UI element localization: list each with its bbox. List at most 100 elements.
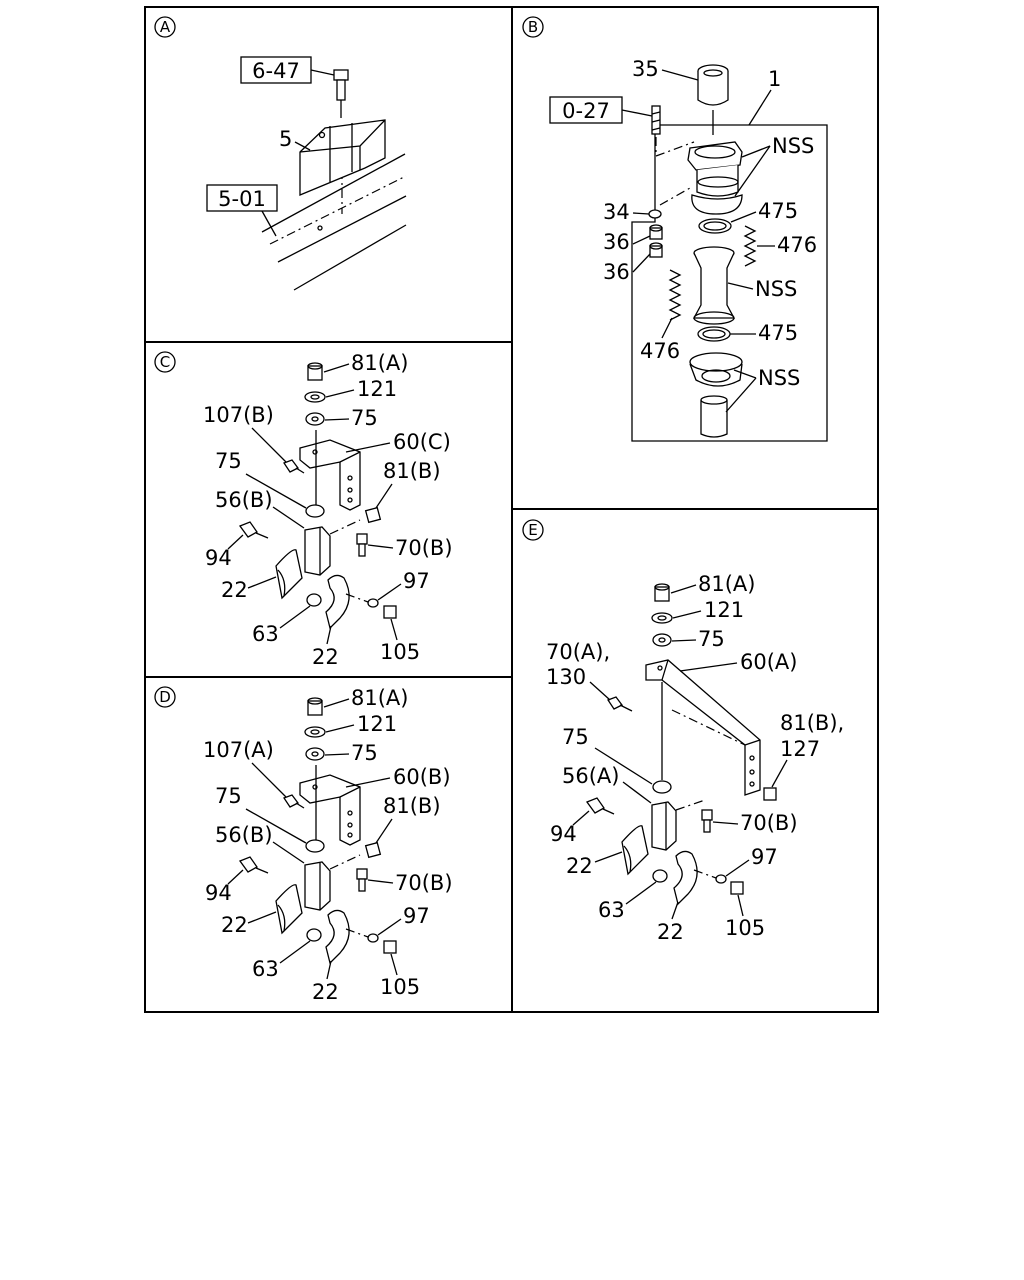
svg-text:63: 63	[252, 957, 279, 981]
svg-text:E: E	[528, 521, 537, 539]
label-bolt-6-47: 6-47	[240, 56, 335, 84]
svg-text:22: 22	[657, 920, 684, 944]
label-d-top-nut: 81(A)	[323, 686, 408, 710]
cap-part	[697, 64, 729, 135]
svg-text:75: 75	[351, 741, 378, 765]
label-d-clamp-left: 22	[221, 911, 277, 937]
upper-joint-part	[687, 141, 743, 215]
small-nut-lower-part	[649, 242, 663, 258]
mount-parts-c	[238, 362, 397, 630]
label-c-clamp-right: 22	[312, 625, 339, 669]
section-marker-a: A	[154, 16, 176, 38]
label-e-bushing-top: 75	[671, 627, 725, 651]
label-e-washer: 121	[672, 598, 744, 622]
label-d-insulator: 56(B)	[215, 823, 305, 864]
svg-text:121: 121	[704, 598, 744, 622]
svg-text:0-27: 0-27	[562, 99, 610, 123]
label-frame-5-01: 5-01	[206, 184, 278, 237]
label-washer-34: 34	[603, 200, 650, 224]
seal-ring-upper-part	[698, 218, 732, 234]
label-c-top-nut: 81(A)	[323, 351, 408, 375]
label-spring-476-left: 476	[640, 317, 680, 363]
svg-text:5-01: 5-01	[218, 187, 266, 211]
section-e: 81(A) 121 75 70(A), 130 60(A) 81(B), 127…	[546, 572, 844, 944]
section-a: 6-47 5 5-01	[206, 56, 407, 291]
label-nut-36-lower: 36	[603, 253, 651, 284]
svg-text:60(B): 60(B)	[393, 765, 451, 789]
svg-text:97: 97	[403, 569, 430, 593]
label-assembly-1: 1	[748, 67, 781, 126]
label-e-insulator: 56(A)	[562, 764, 652, 804]
label-e-bolt-side: 70(A), 130	[546, 640, 611, 701]
svg-text:81(A): 81(A)	[698, 572, 755, 596]
svg-text:6-47: 6-47	[252, 59, 300, 83]
label-e-spring-washer: 97	[725, 845, 778, 877]
lower-joint-part	[689, 352, 743, 438]
svg-text:130: 130	[546, 665, 586, 689]
svg-text:D: D	[159, 688, 171, 706]
svg-text:5: 5	[279, 127, 292, 151]
section-marker-e: E	[522, 519, 544, 541]
svg-text:97: 97	[751, 845, 778, 869]
label-e-bolt-lower: 70(B)	[712, 811, 798, 835]
svg-text:107(A): 107(A)	[203, 738, 274, 762]
label-ring-475-upper: 475	[730, 199, 798, 223]
svg-text:75: 75	[562, 725, 589, 749]
label-c-washer: 121	[325, 377, 397, 401]
label-d-bolt-side: 107(A)	[203, 738, 287, 798]
center-tube-part	[692, 246, 736, 325]
svg-text:70(B): 70(B)	[395, 536, 453, 560]
section-marker-c: C	[154, 351, 176, 373]
diagram-frame	[144, 6, 879, 1013]
svg-text:22: 22	[566, 854, 593, 878]
svg-text:476: 476	[777, 233, 817, 257]
svg-text:94: 94	[205, 881, 232, 905]
label-screw-0-27: 0-27	[549, 96, 653, 124]
label-nss-mid: NSS	[727, 277, 797, 301]
assembly-outline	[631, 124, 828, 442]
label-spring-476-right: 476	[757, 233, 817, 257]
label-e-bolt-left: 94	[550, 810, 590, 846]
label-c-bolt-left: 94	[205, 534, 244, 570]
svg-text:A: A	[160, 18, 171, 36]
label-nut-36-upper: 36	[603, 230, 651, 254]
svg-text:60(A): 60(A)	[740, 650, 797, 674]
label-bracket-5: 5	[279, 127, 311, 151]
label-d-bolt-lower: 70(B)	[367, 871, 453, 895]
svg-text:C: C	[160, 353, 170, 371]
svg-text:81(B),: 81(B),	[780, 711, 844, 735]
label-c-spacer: 63	[252, 605, 311, 646]
screw-part	[651, 105, 695, 157]
label-d-bolt-left: 94	[205, 869, 244, 905]
label-d-spring-washer: 97	[377, 904, 430, 936]
svg-text:81(B): 81(B)	[383, 459, 441, 483]
svg-text:75: 75	[351, 406, 378, 430]
label-c-clamp-left: 22	[221, 576, 277, 602]
svg-text:35: 35	[632, 57, 659, 81]
svg-text:94: 94	[205, 546, 232, 570]
svg-text:63: 63	[252, 622, 279, 646]
label-d-side-nut: 81(B)	[375, 794, 441, 844]
svg-text:36: 36	[603, 260, 630, 284]
svg-text:63: 63	[598, 898, 625, 922]
label-c-bolt-side: 107(B)	[203, 403, 287, 463]
label-c-insulator: 56(B)	[215, 488, 305, 529]
label-d-bushing-top: 75	[324, 741, 378, 765]
spring-left-part	[668, 269, 682, 321]
section-marker-b: B	[522, 16, 544, 38]
label-cap-35: 35	[632, 57, 699, 81]
seal-ring-lower-part	[697, 326, 731, 342]
svg-text:NSS: NSS	[755, 277, 797, 301]
svg-text:105: 105	[380, 640, 420, 664]
label-c-bushing-top: 75	[324, 406, 378, 430]
section-b: 35 1 0-27 NSS 34 36 36 47	[549, 57, 828, 442]
mount-parts-d	[238, 697, 397, 965]
section-marker-d: D	[154, 686, 176, 708]
svg-text:70(B): 70(B)	[740, 811, 798, 835]
label-d-bushing-mid: 75	[215, 784, 307, 844]
svg-text:105: 105	[725, 916, 765, 940]
label-c-bolt-lower: 70(B)	[367, 536, 453, 560]
label-c-side-nut: 81(B)	[375, 459, 441, 509]
svg-text:70(A),: 70(A),	[546, 640, 610, 664]
